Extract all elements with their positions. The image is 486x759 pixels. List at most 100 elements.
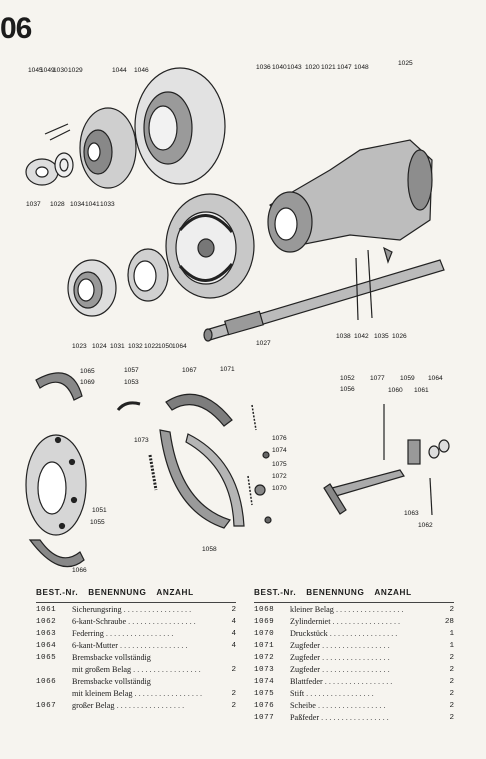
brake-drum-1046 xyxy=(134,67,226,185)
cell-nr: 1062 xyxy=(36,618,57,626)
part-callout: 1029 xyxy=(68,67,83,74)
part-callout: 1043 xyxy=(287,64,302,71)
cell-nr: 1068 xyxy=(254,606,275,614)
part-callout: 1055 xyxy=(90,519,105,526)
cell-nr: 1067 xyxy=(36,702,57,710)
part-callout: 1065 xyxy=(80,368,95,375)
cell-name: Bremsbacke vollständig xyxy=(72,677,151,686)
part-callout: 1057 xyxy=(124,367,139,374)
table-header: BEST.-Nr. BENENNUNG ANZAHL xyxy=(36,588,236,603)
part-callout: 1066 xyxy=(72,567,87,574)
part-callout: 1061 xyxy=(414,387,429,394)
part-callout: 1064 xyxy=(428,375,443,382)
part-callout: 1077 xyxy=(370,375,385,382)
cell-name: Scheibe xyxy=(290,701,440,711)
page-number: 06 xyxy=(0,12,32,45)
exploded-parts-diagram: 1045104910301029104410461036104010431020… xyxy=(25,60,450,574)
part-callout: 1027 xyxy=(256,340,271,347)
cell-nr xyxy=(36,689,72,699)
part-callout: 1033 xyxy=(100,201,115,208)
table-row: 1072Zugfeder2 xyxy=(254,653,454,663)
part-callout: 1058 xyxy=(202,546,217,553)
axle-housing-1025 xyxy=(267,139,433,253)
part-callout: 1030 xyxy=(53,67,68,74)
part-callout: 1063 xyxy=(404,510,419,517)
cell-name: Druckstück xyxy=(290,629,440,639)
part-callout: 1041 xyxy=(85,201,100,208)
brake-lever-1052 xyxy=(323,404,450,516)
brake-shoe-1066 xyxy=(28,539,85,568)
table-row: 1076Scheibe2 xyxy=(254,701,454,711)
cell-name: Federring xyxy=(72,629,222,639)
cell-qty: 2 xyxy=(449,714,454,722)
part-callout: 1026 xyxy=(392,333,407,340)
cell-name: Zugfeder xyxy=(290,665,440,675)
part-callout: 1067 xyxy=(182,367,197,374)
part-callout: 1060 xyxy=(388,387,403,394)
part-callout: 1045 xyxy=(28,67,43,74)
part-callout: 1048 xyxy=(354,64,369,71)
backing-plate-1051 xyxy=(25,434,87,536)
part-callout: 1046 xyxy=(134,67,149,74)
part-callout: 1052 xyxy=(340,375,355,382)
part-callout: 1047 xyxy=(337,64,352,71)
brake-lining-1067 xyxy=(165,393,233,427)
cell-nr: 1077 xyxy=(254,714,275,722)
part-callout: 1035 xyxy=(374,333,389,340)
part-callout: 1064 xyxy=(172,343,187,350)
part-callout: 1023 xyxy=(72,343,87,350)
part-callout: 1053 xyxy=(124,379,139,386)
cell-name: großer Belag xyxy=(72,701,222,711)
cell-qty: 2 xyxy=(449,654,454,662)
table-row: 1070 Druckstück 1 xyxy=(254,629,454,639)
seal-1022 xyxy=(127,248,169,302)
cell-name: Bremsbacke vollständig xyxy=(72,653,151,662)
cell-nr: 1070 xyxy=(254,630,275,638)
table-row: 1077 Paßfeder 2 xyxy=(254,713,454,723)
cell-nr: 1064 xyxy=(36,642,57,650)
part-callout: 1028 xyxy=(50,201,65,208)
header-qty: ANZAHL xyxy=(374,588,412,597)
part-callout: 1056 xyxy=(340,386,355,393)
cell-nr: 1072 xyxy=(254,654,275,662)
cell-qty: 2 xyxy=(231,702,236,710)
header-nr: BEST.-Nr. xyxy=(254,588,297,597)
part-callout: 1049 xyxy=(40,67,55,74)
cell-qty: 1 xyxy=(449,642,454,650)
cell-nr xyxy=(36,665,72,675)
cell-name: Paßfeder xyxy=(290,713,440,723)
hub-flange-1044 xyxy=(79,107,137,189)
axle-shaft-1027 xyxy=(203,259,445,342)
cell-name: Zugfeder xyxy=(290,641,440,651)
washer-1028 xyxy=(54,152,74,178)
part-callout: 1036 xyxy=(256,64,271,71)
cell-qty: 2 xyxy=(449,690,454,698)
table-row: 1071 Zugfeder 1 xyxy=(254,641,454,651)
cell-qty: 28 xyxy=(444,618,454,626)
cell-nr: 1071 xyxy=(254,642,275,650)
part-callout: 1072 xyxy=(272,473,287,480)
cell-nr: 1069 xyxy=(254,618,275,626)
part-callout: 1020 xyxy=(305,64,320,71)
part-callout: 1073 xyxy=(134,437,149,444)
backing-plate-assembly xyxy=(165,193,255,299)
cell-name: 6-kant-Schraube xyxy=(72,617,222,627)
cell-name: kleiner Belag xyxy=(290,605,440,615)
cell-qty: 1 xyxy=(449,630,454,638)
cell-name: Blattfeder xyxy=(290,677,440,687)
cell-name: Zylinderniet xyxy=(290,617,440,627)
part-callout: 1059 xyxy=(400,375,415,382)
table-row: 1061Sicherungsring2 xyxy=(36,605,236,615)
cell-name: mit kleinem Belag xyxy=(72,689,222,699)
part-callout: 1070 xyxy=(272,485,287,492)
cell-nr: 1063 xyxy=(36,630,57,638)
part-callout: 1040 xyxy=(272,64,287,71)
brake-shoe-pair-1058 xyxy=(159,429,245,529)
cell-nr: 1074 xyxy=(254,678,275,686)
part-callout: 1037 xyxy=(26,201,41,208)
part-callout: 1038 xyxy=(336,333,351,340)
